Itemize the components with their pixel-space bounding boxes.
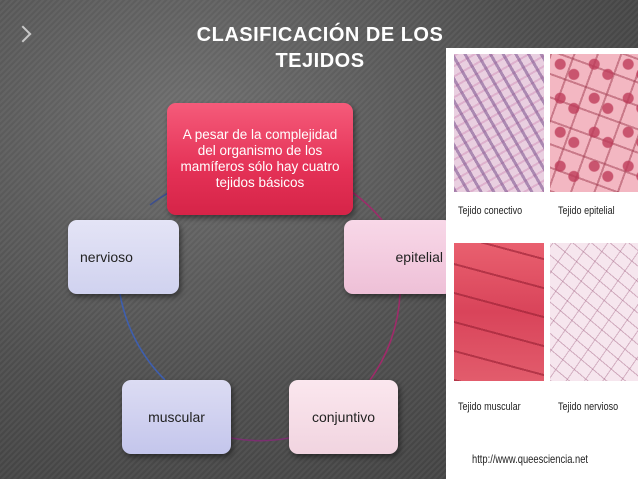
- tissue-micrograph-image: Tejido conectivo Tejido epitelial Tejido…: [446, 48, 638, 479]
- node-nervioso-label: nervioso: [80, 249, 133, 265]
- slide-title: CLASIFICACIÓN DE LOS TEJIDOS: [196, 24, 444, 72]
- source-url: http://www.queesciencia.net: [472, 452, 589, 466]
- node-muscular: muscular: [122, 380, 231, 454]
- micrograph-conectivo: [454, 54, 544, 192]
- center-node-text: A pesar de la complejidad del organismo …: [180, 127, 340, 190]
- node-conjuntivo-label: conjuntivo: [311, 409, 376, 425]
- caption-nervioso: Tejido nervioso: [558, 401, 619, 413]
- node-epitelial: epitelial: [344, 220, 453, 294]
- node-epitelial-label: epitelial: [395, 249, 443, 265]
- caption-conectivo: Tejido conectivo: [458, 205, 523, 217]
- caption-epitelial: Tejido epitelial: [558, 205, 615, 217]
- micrograph-epitelial: [550, 54, 638, 192]
- node-nervioso: nervioso: [68, 220, 179, 294]
- micrograph-muscular: [454, 243, 544, 381]
- node-muscular-label: muscular: [148, 409, 205, 425]
- caption-muscular: Tejido muscular: [458, 401, 521, 413]
- center-node: A pesar de la complejidad del organismo …: [167, 103, 353, 215]
- node-conjuntivo: conjuntivo: [289, 380, 398, 454]
- micrograph-nervioso: [550, 243, 638, 381]
